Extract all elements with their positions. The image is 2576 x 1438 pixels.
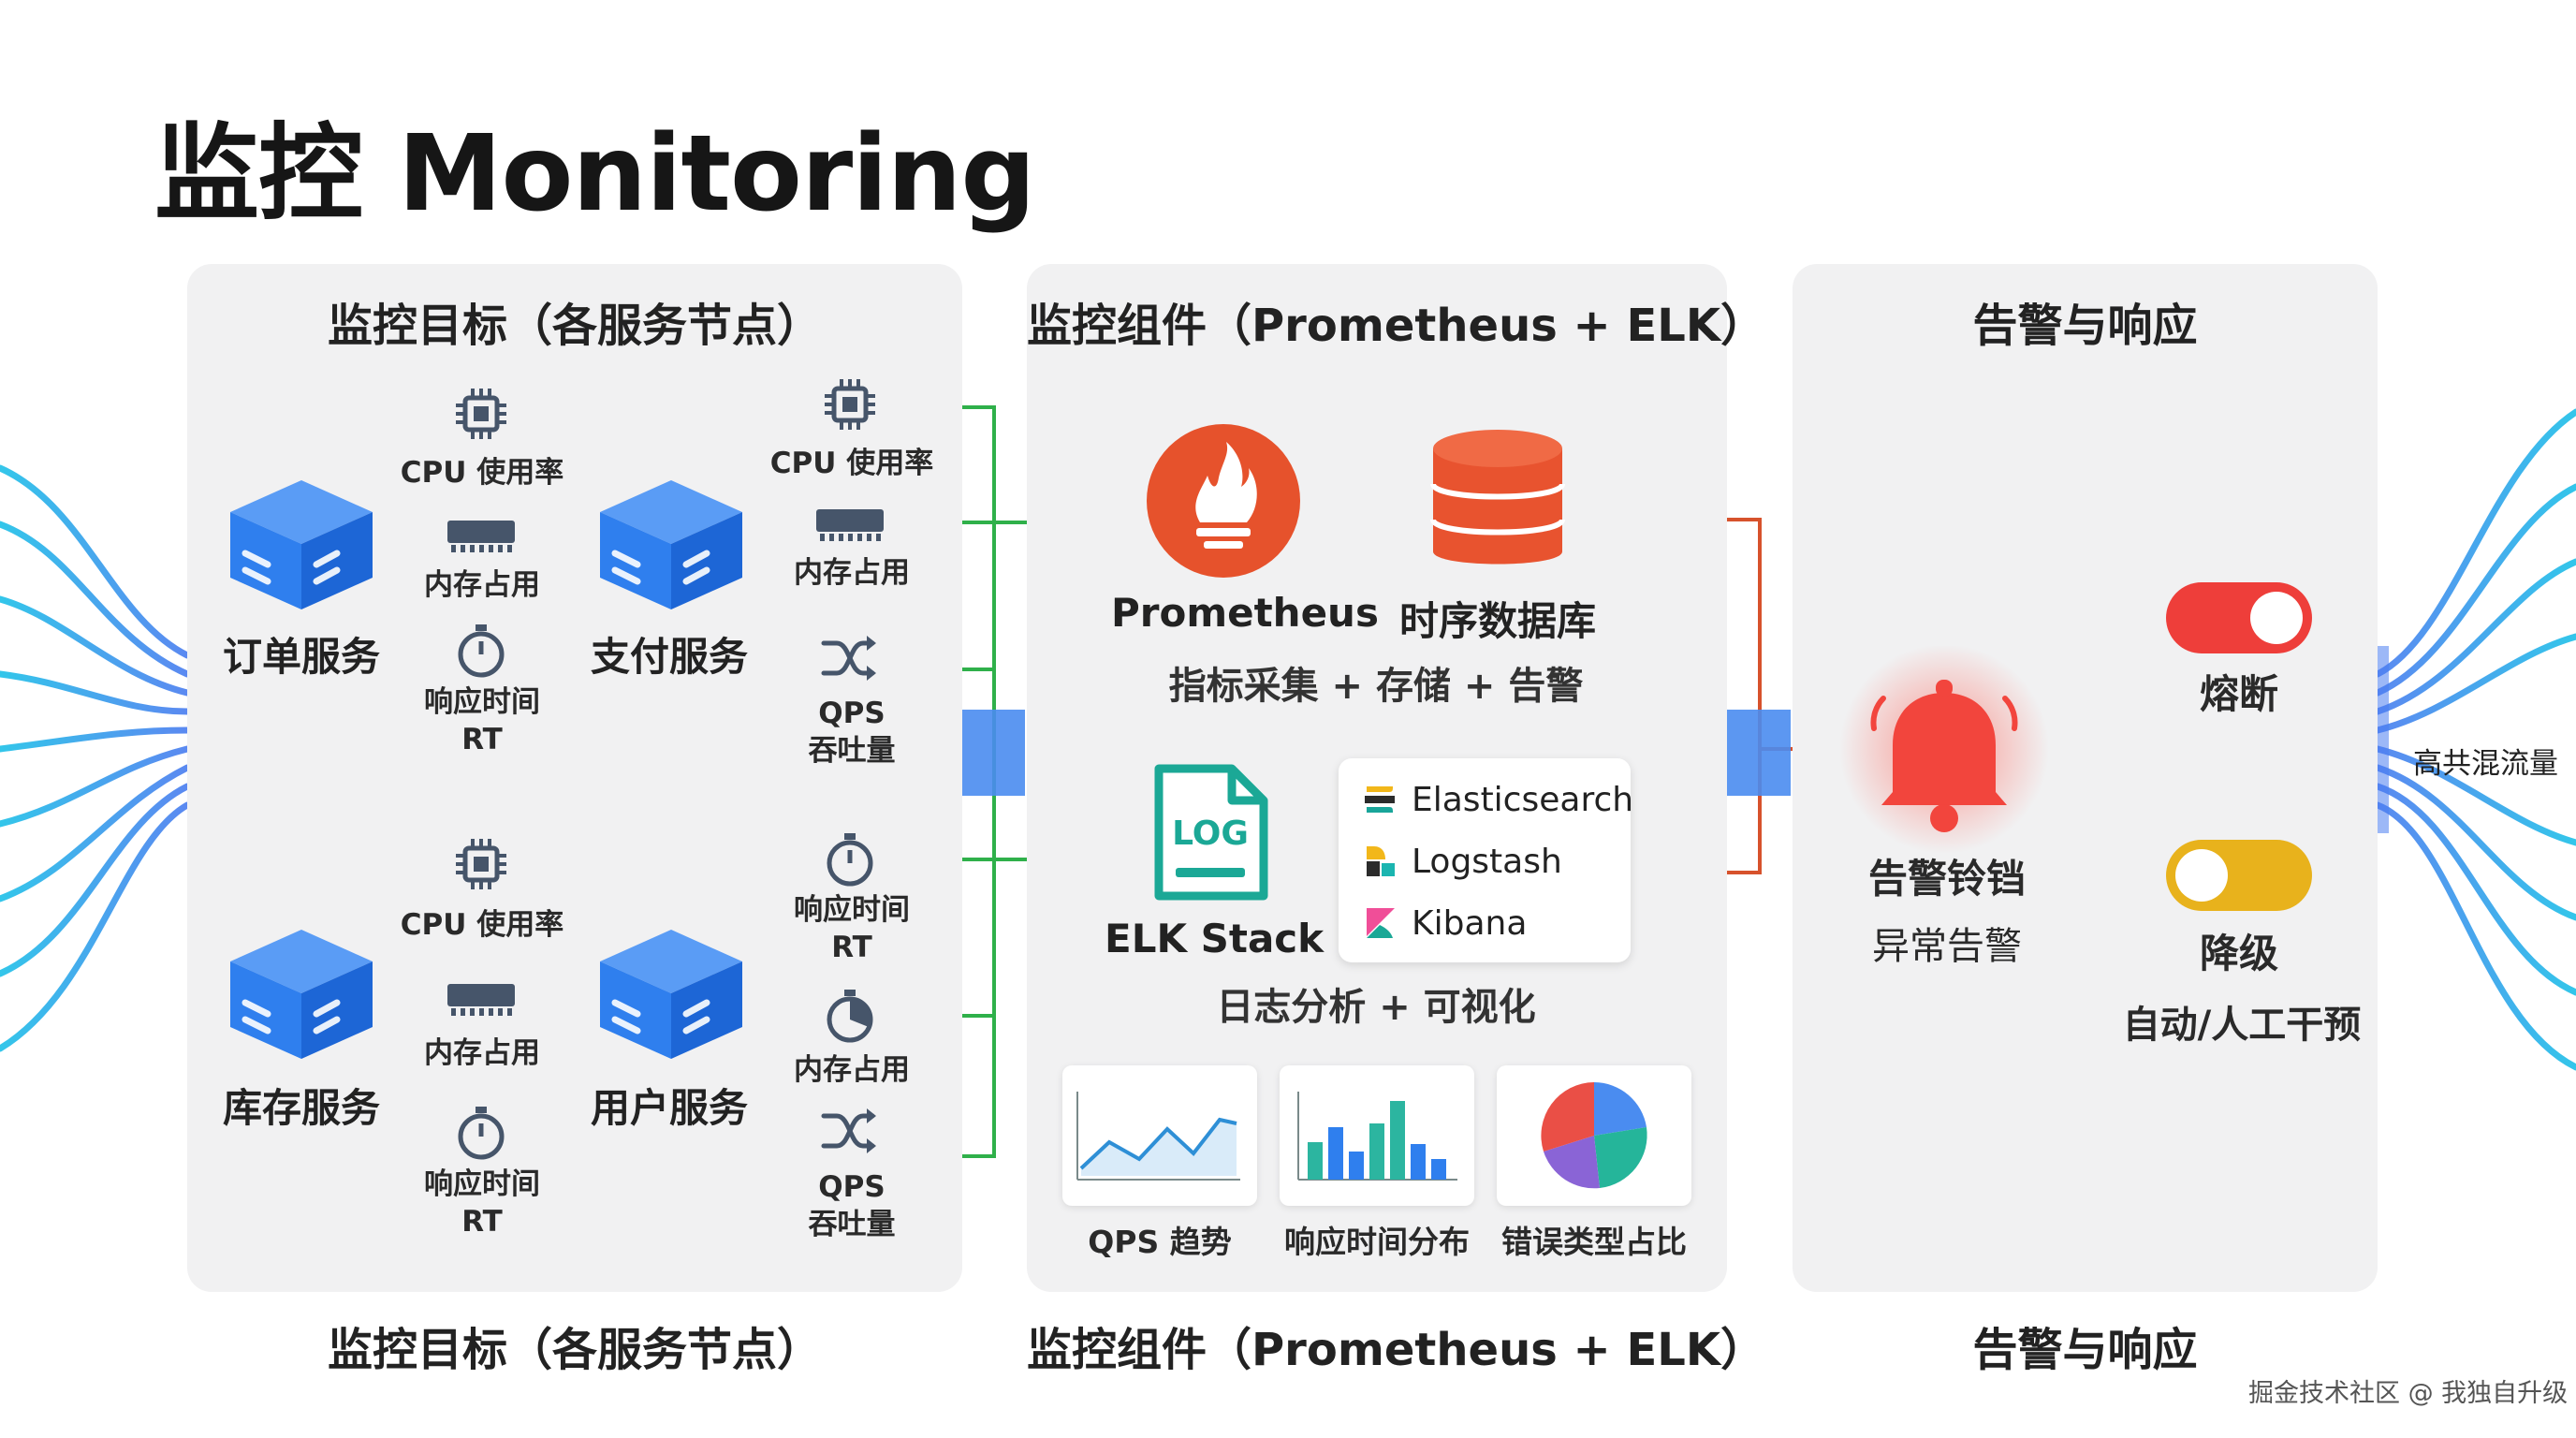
metric-label: CPU 使用率 [769,447,934,480]
mini-chart-label: QPS 趋势 [1088,1224,1232,1260]
service-user-label: 用户服务 [590,1085,748,1131]
fuse-label: 熔断 [2199,671,2278,717]
targets-panel-title: 监控目标（各服务节点） [327,300,822,352]
elasticsearch-icon [1365,786,1395,813]
server-cube-icon [600,930,742,1059]
error-type-card [1497,1065,1691,1206]
shuffle-icon [821,636,876,681]
rt-distribution-card [1280,1065,1474,1206]
alarm-bell-icon [1839,646,2049,854]
pie-chart-thumbnail [1541,1082,1647,1189]
stopwatch-icon [458,1107,505,1160]
degrade-label: 降级 [2199,931,2278,976]
server-cube-icon [230,930,373,1059]
metric-label: 内存占用 [424,568,540,602]
memory-module-icon [816,509,884,541]
prometheus-label: Prometheus [1111,590,1379,636]
elk-item-kibana: Kibana [1361,897,1527,949]
memory-module-icon [447,984,515,1016]
cpu-chip-icon [456,839,506,889]
alerts-panel-title: 告警与响应 [1972,300,2198,352]
circuit-breaker-toggle[interactable] [2164,580,2314,655]
targets-panel-footer: 监控目标（各服务节点） [327,1324,822,1376]
logstash-icon [1367,846,1395,876]
mini-chart-label: 错误类型占比 [1501,1224,1687,1260]
degrade-desc: 自动/人工干预 [2122,1004,2362,1047]
metric-label: CPU 使用率 [400,908,564,942]
alerts-panel-footer: 告警与响应 [1972,1324,2198,1376]
shuffle-icon [821,1108,876,1153]
metric-label: 内存占用 [424,1036,540,1070]
metric-label: 内存占用 [794,1053,910,1087]
service-order-label: 订单服务 [222,634,380,680]
components-panel-footer: 监控组件（Prometheus + ELK） [1027,1324,1766,1376]
server-cube-icon [230,480,373,609]
stopwatch-icon [458,624,505,678]
log-file-icon [1154,764,1268,901]
components-panel-title: 监控组件（Prometheus + ELK） [1027,300,1766,352]
line-chart-thumbnail [1076,1092,1240,1181]
right-traffic-flow [2374,408,2576,1071]
prometheus-desc: 指标采集 + 存储 + 告警 [1168,665,1584,708]
elk-item-logstash: Logstash [1361,835,1562,888]
bell-label: 告警铃铛 [1867,856,2026,902]
bell-sublabel: 异常告警 [1872,925,2022,968]
stopwatch-icon [827,833,873,887]
pie-gauge-icon [827,990,873,1043]
server-cube-icon [600,480,742,609]
degrade-toggle[interactable] [2164,838,2314,913]
elk-components-card: Elasticsearch Logstash Kibana [1339,758,1633,962]
kibana-icon [1367,908,1395,938]
prometheus-logo-icon [1147,424,1300,578]
tsdb-label: 时序数据库 [1398,598,1596,644]
log-badge-text: LOG [1172,814,1249,853]
elk-item-elasticsearch: Elasticsearch [1361,773,1633,826]
metric-label: 内存占用 [794,556,910,590]
metric-label: CPU 使用率 [400,456,564,490]
connector-block-right [1727,710,1791,796]
traffic-side-label: 高共混流量 [2413,747,2558,781]
service-payment-label: 支付服务 [590,634,748,680]
database-icon [1430,430,1565,565]
service-inventory-label: 库存服务 [222,1085,380,1131]
elk-desc: 日志分析 + 可视化 [1216,986,1536,1029]
watermark: 掘金技术社区 @ 我独自升级 [2248,1379,2569,1408]
elk-stack-label: ELK Stack [1105,916,1325,961]
connector-block-left [961,710,1025,796]
cpu-chip-icon [825,379,875,430]
bar-chart-thumbnail [1297,1092,1457,1181]
mini-chart-label: 响应时间分布 [1284,1224,1470,1260]
page-title: 监控 Monitoring [154,113,1036,235]
left-traffic-flow [0,464,191,1052]
cpu-chip-icon [456,389,506,439]
memory-module-icon [447,521,515,552]
qps-trend-card [1062,1065,1257,1206]
targets-panel [187,264,962,1292]
